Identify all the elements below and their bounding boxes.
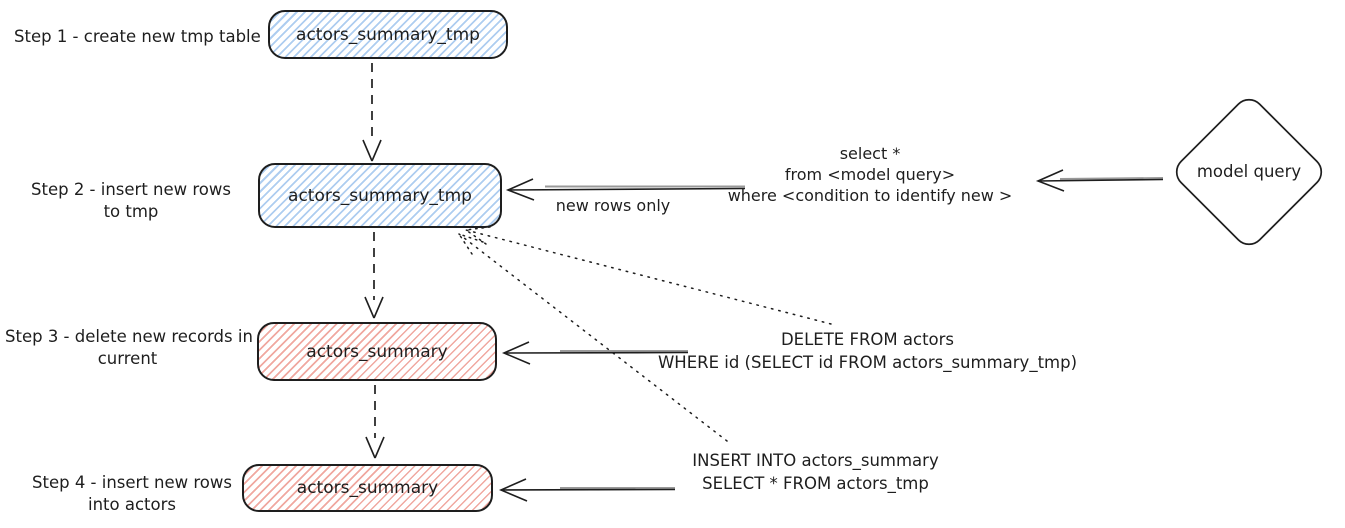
step-3-label-line: Step 3 - delete new records in <box>5 327 253 346</box>
node-step1-actors-summary-tmp: actors_summary_tmp <box>268 10 508 59</box>
step-4-label: Step 4 - insert new rows into actors <box>22 472 242 516</box>
select-query-line: select * <box>839 144 901 163</box>
dotted-arrow-delete-to-tmp <box>465 226 832 325</box>
node-label: actors_summary_tmp <box>288 185 472 206</box>
node-label: actors_summary_tmp <box>296 24 480 45</box>
delete-query-annotation: DELETE FROM actors WHERE id (SELECT id F… <box>625 328 1110 374</box>
insert-query-line: SELECT * FROM actors_tmp <box>702 474 929 493</box>
insert-query-annotation: INSERT INTO actors_summary SELECT * FROM… <box>658 449 973 495</box>
select-query-annotation: select * from <model query> where <condi… <box>715 143 1025 206</box>
arrow-step3-to-step4 <box>365 385 385 459</box>
step-2-label-line: to tmp <box>103 202 159 221</box>
model-query-text: model query <box>1196 162 1302 181</box>
arrow-step1-to-step2 <box>362 63 382 162</box>
node-step4-actors-summary: actors_summary <box>242 464 493 512</box>
arrow-query-to-step2-node <box>505 178 746 201</box>
arrow-step2-to-step3 <box>364 232 384 319</box>
select-query-line: where <condition to identify new > <box>727 186 1013 205</box>
arrow-delete-to-step3-node <box>501 341 689 365</box>
new-rows-only-label: new rows only <box>548 196 678 215</box>
step-3-label-line: current <box>97 349 158 368</box>
delete-query-line: WHERE id (SELECT id FROM actors_summary_… <box>657 353 1078 372</box>
node-label: actors_summary <box>306 341 448 362</box>
step-1-label-line: Step 1 - create new tmp table <box>14 27 261 46</box>
step-2-label-line: Step 2 - insert new rows <box>31 180 231 199</box>
step-4-label-line: into actors <box>88 495 176 514</box>
arrow-insert-to-step4-node <box>498 478 676 502</box>
insert-query-line: INSERT INTO actors_summary <box>692 451 939 470</box>
step-1-label: Step 1 - create new tmp table <box>14 26 262 48</box>
node-label: actors_summary <box>296 478 439 498</box>
step-3-label: Step 3 - delete new records in current <box>5 326 253 370</box>
node-step3-actors-summary: actors_summary <box>257 322 497 381</box>
model-query-diamond <box>1175 98 1323 246</box>
select-query-line: from <model query> <box>784 165 956 184</box>
node-step2-actors-summary-tmp: actors_summary_tmp <box>258 163 502 228</box>
model-query-label: model query <box>1174 162 1324 181</box>
step-4-label-line: Step 4 - insert new rows <box>32 473 232 492</box>
new-rows-only-text: new rows only <box>555 196 671 215</box>
dotted-arrow-insert-to-tmp <box>458 233 728 442</box>
step-2-label: Step 2 - insert new rows to tmp <box>20 179 242 223</box>
arrow-diamond-to-query-text <box>1035 169 1164 192</box>
delete-query-line: DELETE FROM actors <box>780 330 955 349</box>
